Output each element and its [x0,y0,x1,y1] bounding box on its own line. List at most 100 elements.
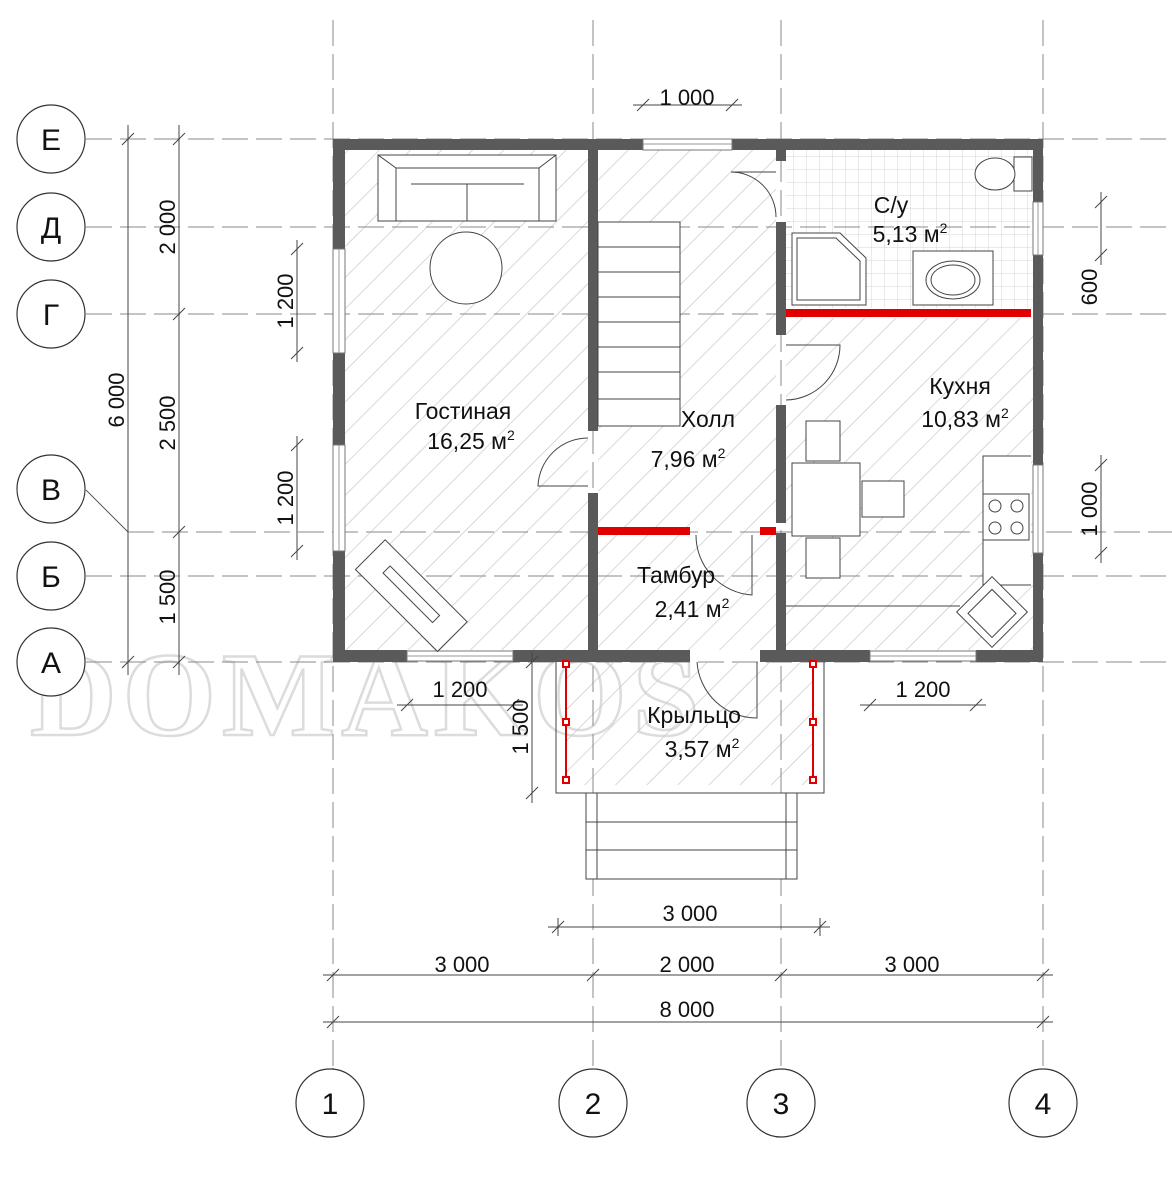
axis-bubble-e: Е [16,104,86,174]
partition-vestibule-right [760,527,776,535]
svg-text:В: В [41,474,61,507]
wall-left-3 [333,551,345,662]
axis-bubble-d: Д [16,192,86,262]
porch-steps [585,792,798,880]
wall-int-2-bottom [588,493,598,662]
dim-porch-depth: 1 500 [508,699,533,754]
dim-left-total: 6 000 [104,372,129,427]
kitchen-furniture [786,420,1031,649]
partitions [598,309,1031,535]
wall-right-3 [1033,553,1043,662]
walls [333,139,1043,662]
dimension-texts: 1 000 6 000 2 000 2 500 1 500 1 200 1 20… [104,85,1102,1022]
svg-text:4: 4 [1035,1088,1052,1121]
door-entrance [696,661,758,719]
door-bathroom [730,171,777,218]
wall-right-2 [1033,255,1043,465]
axis-bubbles-numbers: 1 2 3 4 [295,1068,1078,1138]
room-living-area: 16,25 м2 [427,427,515,454]
wall-int-3-3 [776,405,786,523]
dim-bottom-total: 8 000 [659,997,714,1022]
axis-bubble-b: Б [16,541,86,611]
dim-bottom-seg-2: 2 000 [659,952,714,977]
chair-top [805,420,841,462]
room-bath-name: С/у [874,192,909,218]
axis-v-leader [85,489,129,533]
living-furniture [354,154,557,653]
axis-bubble-1: 1 [295,1068,365,1138]
cooktop [982,493,1030,541]
svg-text:А: А [41,647,61,680]
partition-vestibule-left [598,527,690,535]
axis-bubble-g: Г [16,279,86,349]
dining-table [791,462,861,537]
dim-right-window-2: 1 000 [1077,481,1102,536]
room-hall-name: Холл [681,406,735,432]
svg-text:2: 2 [585,1088,602,1121]
axis-bubble-4: 4 [1008,1068,1078,1138]
room-bath-area: 5,13 м2 [873,220,948,247]
dim-porch-width: 3 000 [662,901,717,926]
dim-bottom-seg-3: 3 000 [884,952,939,977]
door-living [537,437,589,487]
wall-int-2-top [588,139,598,431]
axis-bubble-3: 3 [746,1068,816,1138]
window-glazing [338,143,1039,657]
dim-bottom-seg-1: 3 000 [434,952,489,977]
porch-floor [566,663,814,785]
wall-top-left [333,139,643,150]
wall-int-3-2 [776,222,786,335]
door-vestibule [695,534,753,596]
dim-left-seg-3: 1 500 [155,569,180,624]
svg-text:Б: Б [41,561,61,594]
room-kitchen-area: 10,83 м2 [921,405,1009,432]
round-table [429,231,503,305]
bath-fixtures [791,156,1033,306]
svg-text:Е: Е [41,124,61,157]
axis-bubble-v: В [16,454,86,524]
room-labels: Гостиная 16,25 м2 Холл 7,96 м2 С/у 5,13 … [415,192,1009,762]
dim-left-window-2: 1 200 [273,470,298,525]
room-kitchen-name: Кухня [929,373,991,399]
room-living-name: Гостиная [415,398,512,424]
wall-bottom-1 [333,650,407,662]
chair-bottom [805,537,841,579]
dim-bottom-window-right: 1 200 [895,677,950,702]
door-kitchen [785,344,841,401]
dim-bottom-window-left: 1 200 [432,677,487,702]
chair-right [861,480,905,518]
wall-bottom-4 [976,650,1043,662]
kitchen-sink [955,575,1029,649]
tv-stand [354,539,468,653]
room-vestibule-name: Тамбур [637,562,715,588]
axis-bubble-2: 2 [558,1068,628,1138]
axis-bubbles-letters: Е Д Г В Б А [16,104,86,697]
dim-left-window-1: 1 200 [273,273,298,328]
dim-right-window-1: 600 [1077,269,1102,306]
dim-left-seg-1: 2 000 [155,199,180,254]
dimension-lines [121,98,1108,1029]
wall-bottom-2 [513,650,690,662]
svg-text:1: 1 [322,1088,339,1121]
toilet [974,156,1033,192]
wall-bottom-3 [760,650,870,662]
wall-right-1 [1033,139,1043,202]
wall-int-3-4 [776,533,786,662]
room-porch-area: 3,57 м2 [665,735,740,762]
dim-top-window: 1 000 [659,85,714,110]
porch-railings [562,660,817,784]
wall-left-1 [333,139,345,249]
dim-left-seg-2: 2 500 [155,395,180,450]
room-porch-name: Крыльцо [647,702,741,728]
wall-top-right [732,139,1043,150]
svg-text:Г: Г [43,299,59,332]
doors [537,171,841,719]
wall-left-2 [333,353,345,445]
stairs [597,221,681,427]
partition-bath-kitchen [786,309,1031,317]
room-vestibule-area: 2,41 м2 [655,595,730,622]
wall-int-3-1 [776,139,786,161]
axis-bubble-a: А [16,627,86,697]
porch [555,662,825,880]
